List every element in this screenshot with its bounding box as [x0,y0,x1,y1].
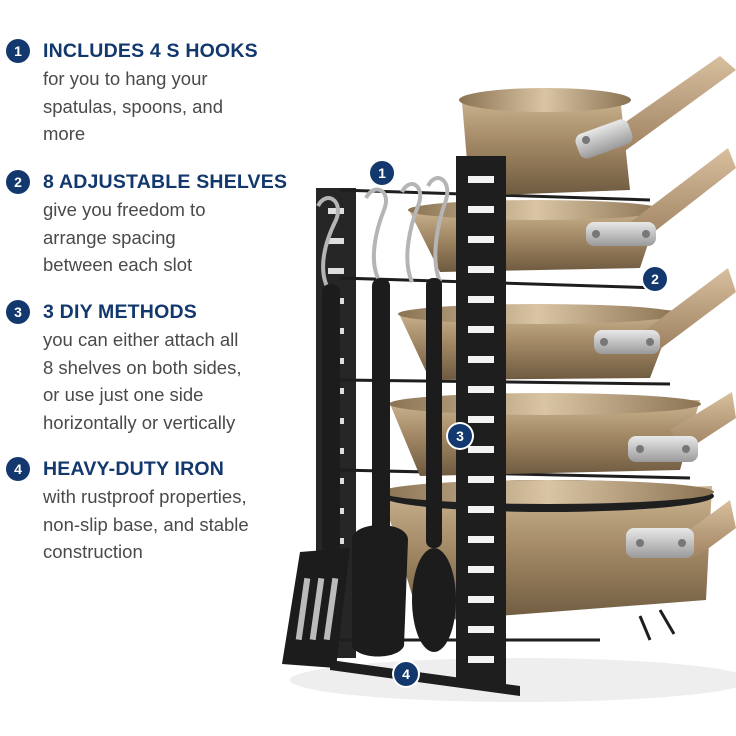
spoon [412,278,456,652]
feature-number-badge: 1 [6,39,30,63]
feature-description: you can either attach all 8 shelves on b… [43,326,323,436]
feature-description-line: 8 shelves on both sides, [43,356,242,378]
feature-title: 3 DIY METHODS [43,301,197,323]
feature-description-line: between each slot [43,254,193,275]
feature-number-badge: 4 [6,457,30,481]
feature-description: with rustproof properties, non-slip base… [43,483,323,566]
callout-badge-iron: 4 [394,662,418,686]
feature-number-badge: 3 [6,300,30,324]
feature-description-line: give you freedom to [43,199,206,220]
feature-title: 8 ADJUSTABLE SHELVES [43,171,288,193]
feature-number-badge: 2 [6,170,30,194]
feature-description-line: spatulas, spoons, and [43,95,223,117]
rack-base [330,660,520,696]
feature-description: for you to hang your spatulas, spoons, a… [43,65,323,148]
rack-front-slots [468,176,494,663]
callout-badge-hooks: 1 [370,161,394,185]
feature-title: INCLUDES 4 S HOOKS [43,40,258,62]
feature-description-line: horizontally or vertically [43,411,236,433]
callout-badge-shelves: 2 [643,267,667,291]
feature-description-line: more [43,123,86,144]
feature-description-line: for you to hang your [43,68,208,89]
feature-description: give you freedom to arrange spacing betw… [43,196,323,279]
feature-description-line: non-slip base, and stable [43,513,249,535]
feature-description-line: you can either attach all [43,329,239,350]
feature-description-line: arrange spacing [43,226,176,248]
feature-description-line: with rustproof properties, [43,486,247,507]
pasta-server [352,278,408,657]
feature-description-line: or use just one side [43,384,204,405]
feature-description-line: construction [43,541,143,562]
product-photo [282,56,736,702]
spatula [282,284,350,668]
s-hooks [316,176,450,294]
callout-badge-methods: 3 [448,424,472,448]
feature-title: HEAVY-DUTY IRON [43,458,225,480]
